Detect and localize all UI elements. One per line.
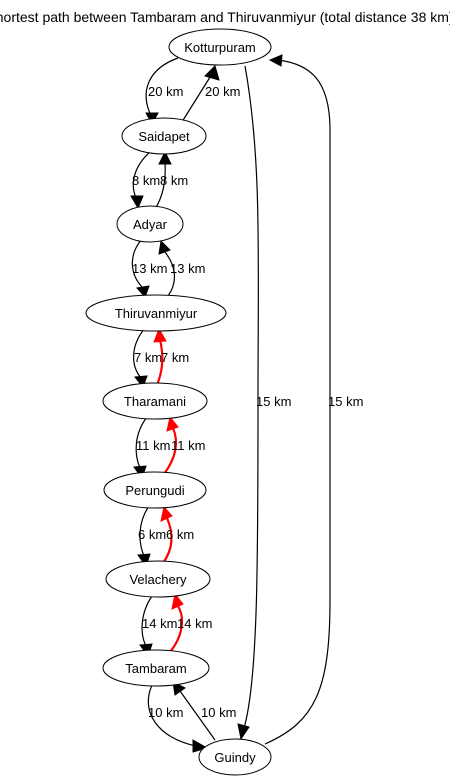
svg-text:14 km: 14 km [142,616,177,631]
svg-text:8 km: 8 km [132,173,160,188]
edge-adyar-saidapet: 8 km [154,150,188,210]
edge-saidapet-kotturpuram: 20 km [179,65,240,126]
node-perungudi: Perungudi [103,471,207,509]
svg-text:13 km: 13 km [170,261,205,276]
edge-saidapet-adyar: 8 km [130,147,160,210]
node-adyar: Adyar [116,205,184,243]
svg-text:6 km: 6 km [138,527,166,542]
edge-kotturpuram-guindy: 15 km [237,65,291,741]
svg-text:15 km: 15 km [256,394,291,409]
svg-text:7 km: 7 km [134,350,162,365]
svg-text:20 km: 20 km [205,84,240,99]
node-perungudi-label: Perungudi [125,483,184,498]
edge-perungudi-tharamani: 11 km [163,415,205,475]
svg-text:6 km: 6 km [166,527,194,542]
node-saidapet-label: Saidapet [138,129,190,144]
edge-tharamani-thiruvanmiyur: 7 km [153,327,189,386]
svg-text:11 km: 11 km [171,438,205,453]
node-saidapet: Saidapet [121,117,207,155]
edge-tharamani-perungudi: 11 km [133,416,170,480]
svg-text:10 km: 10 km [148,705,183,720]
node-kotturpuram-label: Kotturpuram [184,40,256,55]
node-adyar-label: Adyar [133,217,168,232]
svg-text:10 km: 10 km [201,705,236,720]
node-tharamani-label: Tharamani [124,394,186,409]
graph-title: Shortest path between Tambaram and Thiru… [0,9,450,25]
edge-adyar-thiruvanmiyur: 13 km [131,238,167,298]
edge-guindy-tambaram: 10 km [172,681,236,741]
node-tambaram: Tambaram [102,649,210,687]
svg-text:11 km: 11 km [136,438,170,453]
svg-text:15 km: 15 km [328,394,363,409]
node-guindy-label: Guindy [214,750,256,765]
edge-tambaram-velachery: 14 km [169,592,212,653]
node-kotturpuram: Kotturpuram [168,28,272,66]
svg-text:20 km: 20 km [148,84,183,99]
edge-velachery-perungudi: 6 km [160,505,194,564]
svg-text:7 km: 7 km [161,350,189,365]
node-thiruvanmiyur-label: Thiruvanmiyur [115,306,198,321]
node-tharamani: Tharamani [102,382,208,420]
svg-text:8 km: 8 km [160,173,188,188]
svg-text:13 km: 13 km [132,261,167,276]
node-velachery: Velachery [105,560,211,598]
edge-kotturpuram-saidapet: 20 km [145,57,183,126]
edge-thiruvanmiyur-adyar: 13 km [158,239,205,297]
edge-velachery-tambaram: 14 km [139,595,177,658]
node-thiruvanmiyur: Thiruvanmiyur [85,294,227,332]
edge-guindy-kotturpuram: 15 km [264,54,363,745]
svg-text:14 km: 14 km [177,616,212,631]
node-tambaram-label: Tambaram [125,661,186,676]
edge-tambaram-guindy: 10 km [147,684,209,753]
node-guindy: Guindy [198,738,272,776]
node-velachery-label: Velachery [129,572,187,587]
